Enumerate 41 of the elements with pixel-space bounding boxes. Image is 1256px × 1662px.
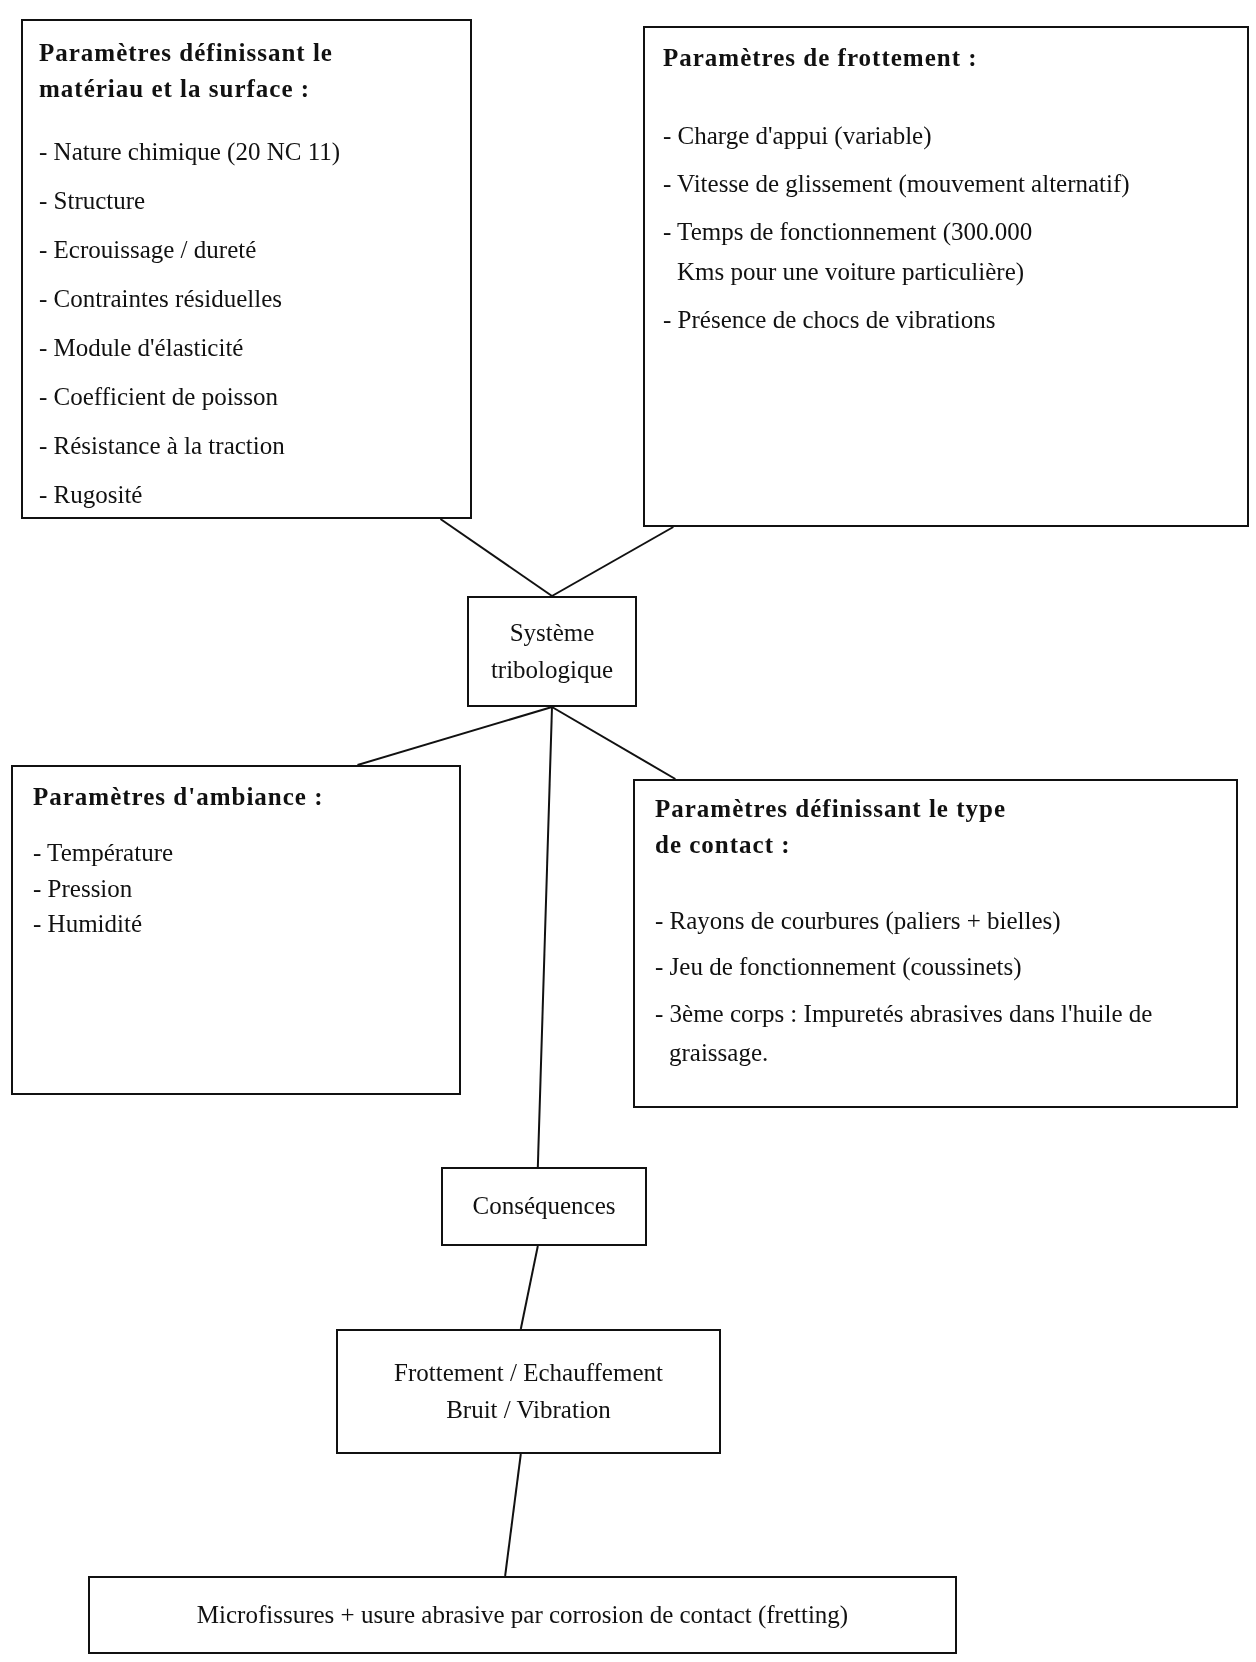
connector-line (356, 706, 553, 766)
parameter-box (643, 26, 1249, 527)
list-item: - Structure (39, 185, 147, 216)
box-label: Frottement / Echauffement Bruit / Vibration (393, 1358, 664, 1425)
list-item: - Ecrouissage / dureté (39, 234, 258, 265)
box-label: Microfissures + usure abrasive par corrosion de contact (fretting) (196, 1599, 849, 1631)
connector-line (504, 1453, 522, 1577)
list-item: - Rugosité (39, 479, 144, 510)
connector-line (551, 706, 677, 780)
list-item: - Pression (33, 873, 134, 904)
list-item: - Vitesse de glissement (mouvement alternatif) (663, 169, 1131, 200)
parameter-box (633, 779, 1238, 1108)
list-item: - Contraintes résiduelles (39, 283, 283, 314)
list-item: - Humidité (33, 909, 143, 940)
list-item: - 3ème corps : Impuretés abrasives dans l'huile de graissage. (655, 999, 1154, 1068)
box-label: Conséquences (472, 1191, 616, 1222)
connector-line (551, 526, 675, 597)
list-item: - Module d'élasticité (39, 332, 245, 363)
section-heading: Paramètres d'ambiance : (33, 782, 325, 812)
list-item: - Température (33, 838, 175, 869)
list-item: - Charge d'appui (variable) (663, 121, 933, 152)
section-heading: Paramètres définissant le matériau et la surface : (39, 38, 334, 105)
process-box (441, 1167, 647, 1246)
list-item: - Coefficient de poisson (39, 381, 280, 412)
list-item: - Présence de chocs de vibrations (663, 305, 997, 336)
list-item: - Résistance à la traction (39, 430, 286, 461)
list-item: - Nature chimique (20 NC 11) (39, 136, 342, 168)
process-box (88, 1576, 957, 1654)
list-item: - Jeu de fonctionnement (coussinets) (655, 952, 1023, 983)
connector-line (536, 706, 553, 1168)
connector-line (519, 1245, 539, 1330)
process-box (467, 596, 637, 707)
connector-line (439, 518, 553, 597)
list-item: - Temps de fonctionnement (300.000 Kms pour une voiture particulière) (663, 217, 1034, 288)
list-item: - Rayons de courbures (paliers + bielles) (655, 905, 1062, 937)
parameter-box (11, 765, 461, 1095)
process-box (336, 1329, 721, 1454)
section-heading: Paramètres de frottement : (663, 43, 979, 73)
parameter-box (21, 19, 472, 519)
section-heading: Paramètres définissant le type de contact : (655, 794, 1007, 861)
box-label: Système tribologique (489, 618, 615, 685)
